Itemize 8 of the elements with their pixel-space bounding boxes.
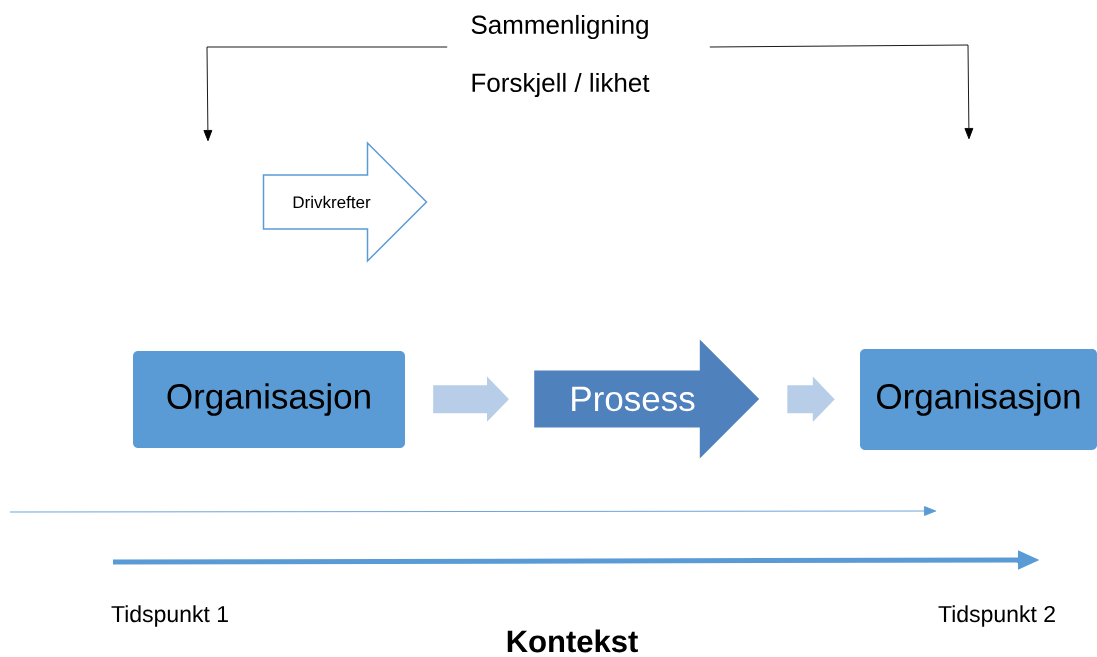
context-label: Kontekst — [507, 629, 638, 653]
process-box: Organisasjon — [860, 349, 1097, 450]
bracket-arrow — [709, 44, 974, 140]
comparison-text: Sammenligning Forskjell / likhet — [471, 14, 650, 98]
time-label: Tidspunkt 1 — [111, 605, 228, 627]
time-label: Tidspunkt 2 — [938, 605, 1055, 627]
bracket-arrow — [203, 46, 448, 142]
process-box: Organisasjon — [133, 351, 405, 448]
